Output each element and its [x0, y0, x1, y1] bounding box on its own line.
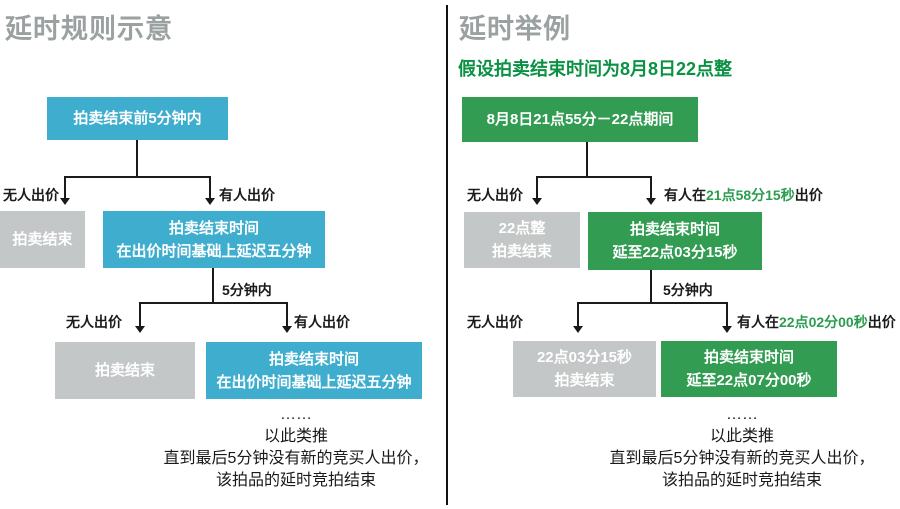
- arrow-down-icon: [205, 198, 215, 205]
- arrow-down-icon: [722, 326, 732, 333]
- bid-label-prefix: 有人在: [664, 187, 706, 203]
- extend-box-line1: 拍卖结束时间: [168, 219, 259, 237]
- connector-line: [536, 176, 652, 178]
- connector-line: [139, 302, 141, 328]
- arrow-down-icon: [646, 198, 656, 205]
- right-panel-subtitle: 假设拍卖结束时间为8月8日22点整: [458, 59, 733, 79]
- note-line3: 该拍品的延时竞拍结束: [215, 472, 376, 489]
- bid-label-suffix: 出价: [867, 314, 896, 330]
- arrow-down-icon: [532, 198, 542, 205]
- right-root-box: 8月8日21点55分－22点期间: [462, 97, 698, 142]
- connector-line: [650, 270, 652, 304]
- connector-line: [650, 176, 652, 199]
- end-box-line1: 22点03分15秒: [536, 349, 633, 366]
- left-root-box: 拍卖结束前5分钟内: [47, 97, 228, 140]
- left-extend-box-1: 拍卖结束时间 在出价时间基础上延迟五分钟: [103, 211, 325, 268]
- branch-label-bid: 有人出价: [294, 314, 350, 330]
- extend-box-line2: 在出价时间基础上延迟五分钟: [116, 242, 312, 260]
- extend-box-line1: 拍卖结束时间: [629, 221, 720, 238]
- bid-time-text: 21点58分15秒: [706, 187, 795, 203]
- bid-label-prefix: 有人在: [737, 314, 779, 330]
- connector-line: [64, 176, 211, 178]
- note-line1: 以此类推: [709, 428, 774, 445]
- right-footer-note: …… 以此类推 直到最后5分钟没有新的竞买人出价， 该拍品的延时竞拍结束: [594, 404, 890, 492]
- branch-label-bid: 有人在21点58分15秒出价: [664, 185, 823, 205]
- bid-time-text: 22点02分00秒: [779, 314, 868, 330]
- extend-box-line1: 拍卖结束时间: [268, 350, 359, 368]
- connector-line: [212, 268, 214, 304]
- left-footer-note: …… 以此类推 直到最后5分钟没有新的竞买人出价， 该拍品的延时竞拍结束: [148, 404, 444, 492]
- right-extend-box-2: 拍卖结束时间 延至22点07分00秒: [661, 341, 837, 397]
- connector-line: [64, 176, 66, 199]
- connector-line: [136, 140, 138, 177]
- branch-label-no-bid: 无人出价: [467, 314, 523, 330]
- connector-line: [577, 302, 579, 328]
- end-box-line2: 拍卖结束: [491, 243, 552, 260]
- branch-label-bid: 有人出价: [219, 187, 275, 203]
- connector-line: [209, 176, 211, 199]
- branch-label-bid: 有人在22点02分00秒出价: [737, 312, 896, 332]
- connector-line: [139, 302, 288, 304]
- arrow-down-icon: [60, 198, 70, 205]
- panel-divider: [446, 5, 448, 505]
- connector-line: [536, 176, 538, 199]
- note-dots: ……: [280, 406, 312, 423]
- end-box-line1: 22点整: [498, 220, 546, 237]
- branch-label-no-bid: 无人出价: [467, 187, 523, 203]
- right-panel-title: 延时举例: [459, 14, 571, 44]
- branch-label-no-bid: 无人出价: [3, 187, 59, 203]
- within-5min-label: 5分钟内: [663, 282, 713, 298]
- note-line1: 以此类推: [263, 428, 328, 445]
- left-end-box-2: 拍卖结束: [55, 342, 195, 399]
- arrow-down-icon: [573, 326, 583, 333]
- end-box-line2: 拍卖结束: [554, 372, 615, 389]
- extend-box-line2: 在出价时间基础上延迟五分钟: [216, 373, 412, 391]
- connector-line: [577, 302, 728, 304]
- bid-label-suffix: 出价: [794, 187, 823, 203]
- extend-box-line2: 延至22点07分00秒: [686, 372, 812, 389]
- note-line3: 该拍品的延时竞拍结束: [661, 472, 822, 489]
- connector-line: [726, 302, 728, 328]
- right-extend-box-1: 拍卖结束时间 延至22点03分15秒: [588, 212, 762, 270]
- left-end-box-1: 拍卖结束: [0, 211, 85, 268]
- extend-box-line1: 拍卖结束时间: [703, 349, 794, 366]
- right-end-box-2: 22点03分15秒 拍卖结束: [513, 341, 656, 397]
- left-extend-box-2: 拍卖结束时间 在出价时间基础上延迟五分钟: [206, 342, 422, 399]
- arrow-down-icon: [135, 326, 145, 333]
- note-line2: 直到最后5分钟没有新的竞买人出价，: [163, 450, 429, 467]
- left-panel-title: 延时规则示意: [5, 14, 173, 44]
- extend-box-line2: 延至22点03分15秒: [612, 244, 738, 261]
- note-line2: 直到最后5分钟没有新的竞买人出价，: [609, 450, 875, 467]
- within-5min-label: 5分钟内: [222, 282, 272, 298]
- connector-line: [286, 302, 288, 328]
- connector-line: [586, 142, 588, 177]
- branch-label-no-bid: 无人出价: [66, 314, 122, 330]
- right-end-box-1: 22点整 拍卖结束: [464, 212, 580, 268]
- arrow-down-icon: [282, 326, 292, 333]
- note-dots: ……: [726, 406, 758, 423]
